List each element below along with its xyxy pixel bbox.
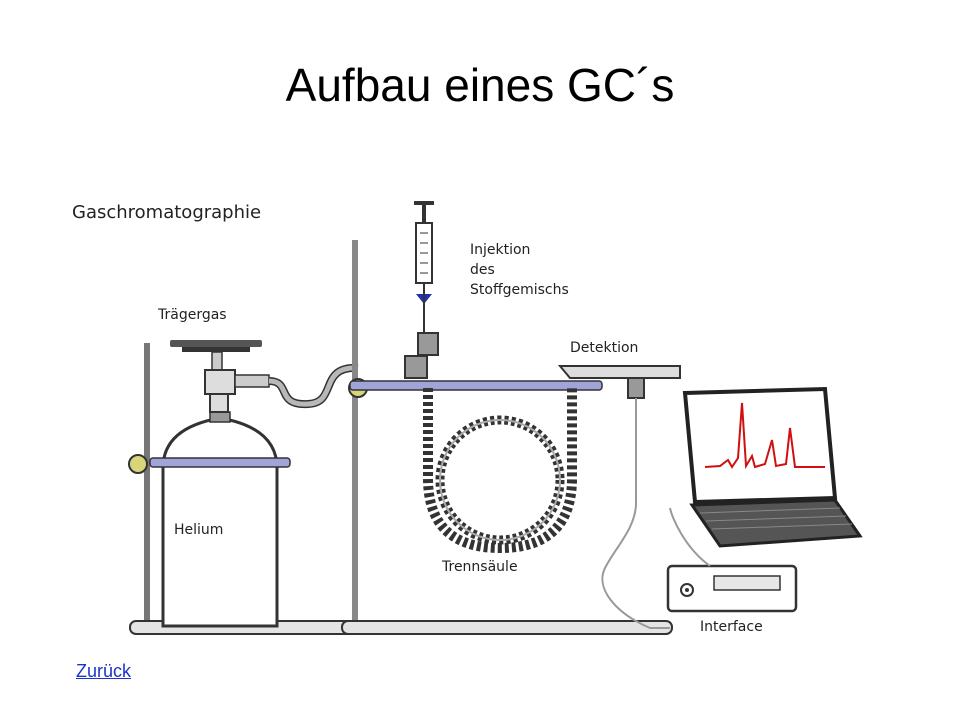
cylinder-band [149, 457, 291, 468]
separation-column [423, 388, 577, 554]
injection-label-line1: Injektion [470, 242, 530, 258]
interface-label: Interface [700, 619, 763, 635]
gas-label: Helium [174, 522, 223, 538]
column-label: Trennsäule [441, 559, 518, 575]
gc-setup-diagram: Gaschromatographie [72, 201, 863, 635]
syringe-icon [414, 201, 434, 333]
back-link[interactable]: Zurück [76, 661, 132, 681]
detection-label: Detektion [570, 340, 638, 356]
slide-title: Aufbau eines GC´s [285, 59, 675, 111]
clamp-knob-icon [128, 454, 148, 474]
chromatogram-trace [704, 402, 825, 470]
diagram-heading: Gaschromatographie [72, 202, 261, 223]
support-bar [349, 380, 603, 391]
injector [404, 332, 439, 379]
helium-cylinder [149, 411, 291, 628]
injection-label-line3: Stoffgemischs [470, 282, 569, 298]
middle-stand [341, 240, 673, 635]
injection-label-line2: des [470, 262, 495, 278]
pressure-regulator [170, 340, 270, 413]
detector [557, 365, 681, 629]
laptop-icon [682, 386, 863, 548]
carrier-gas-label: Trägergas [157, 307, 227, 323]
interface-box [666, 507, 798, 613]
